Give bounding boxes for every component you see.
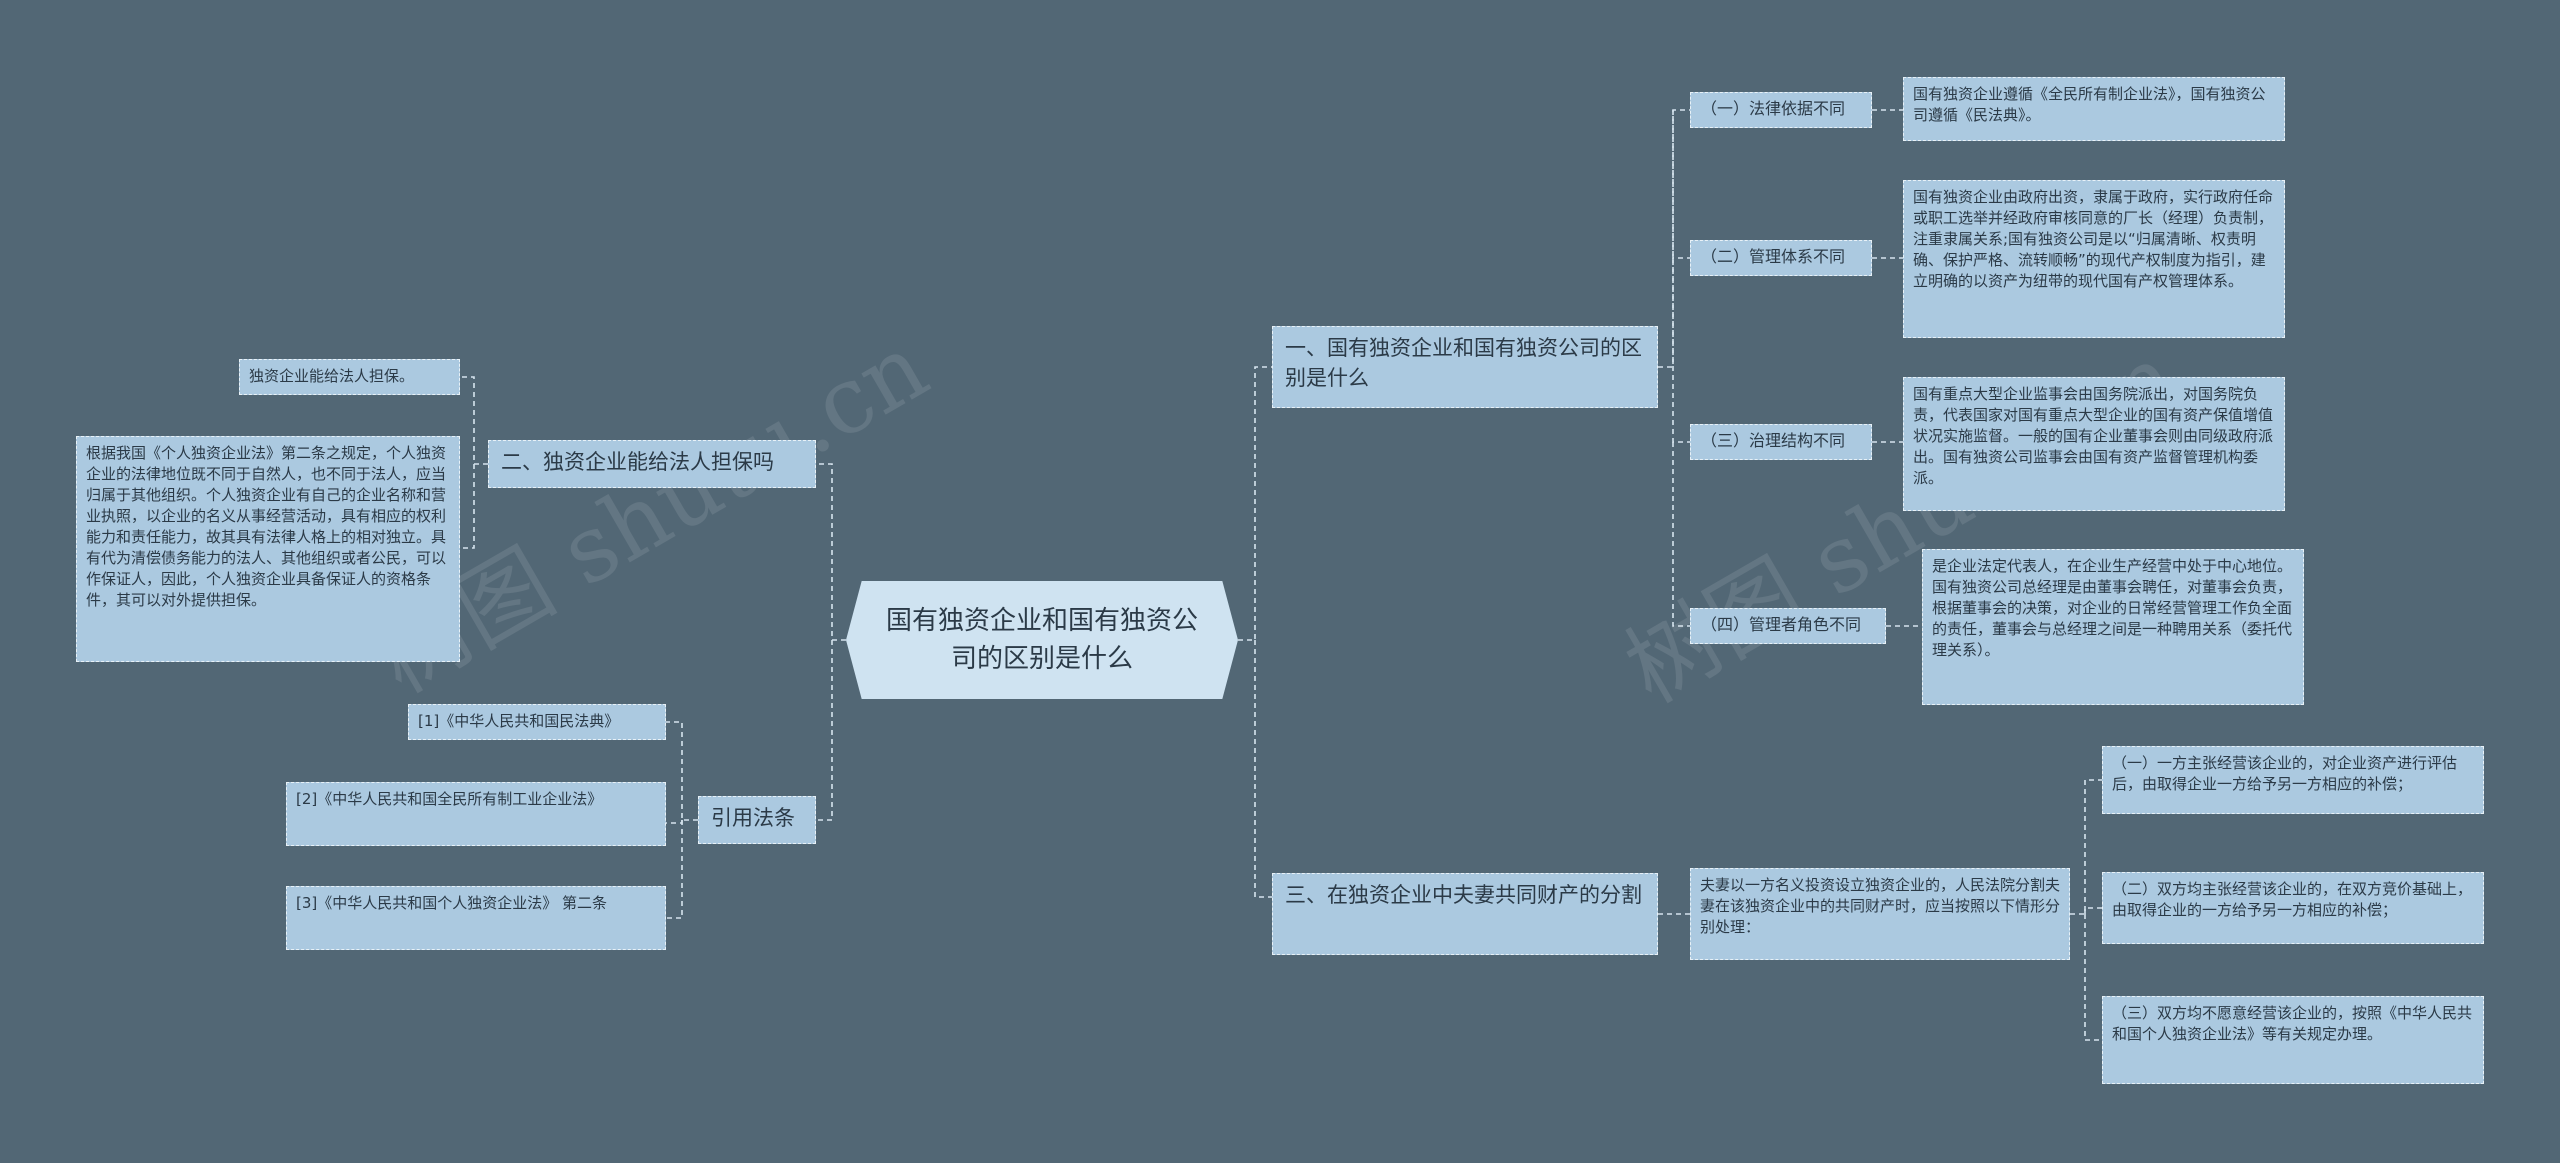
- ref-item[interactable]: [3]《中华人民共和国个人独资企业法》 第二条: [286, 886, 666, 950]
- text-guarantee-answer: 独资企业能给法人担保。: [239, 359, 460, 395]
- branch-label: 二、独资企业能给法人担保吗: [501, 450, 774, 474]
- branch-property-division[interactable]: 三、在独资企业中夫妻共同财产的分割: [1272, 873, 1658, 955]
- branch-label: 引用法条: [711, 806, 795, 830]
- text-manager-role: 是企业法定代表人，在企业生产经营中处于中心地位。国有独资公司总经理是由董事会聘任…: [1922, 549, 2304, 705]
- branch-cited-laws[interactable]: 引用法条: [698, 796, 816, 844]
- text-case-two: （二）双方均主张经营该企业的，在双方竞价基础上，由取得企业的一方给予另一方相应的…: [2102, 872, 2484, 944]
- branch-label: 三、在独资企业中夫妻共同财产的分割: [1285, 883, 1642, 907]
- topic-manager-role[interactable]: （四）管理者角色不同: [1690, 608, 1886, 644]
- text-case-three: （三）双方均不愿意经营该企业的，按照《中华人民共和国个人独资企业法》等有关规定办…: [2102, 996, 2484, 1084]
- topic-governance[interactable]: （三）治理结构不同: [1690, 424, 1872, 460]
- branch-guarantee[interactable]: 二、独资企业能给法人担保吗: [488, 440, 816, 488]
- text-governance: 国有重点大型企业监事会由国务院派出，对国务院负责，代表国家对国有重点大型企业的国…: [1903, 377, 2285, 511]
- text-case-one: （一）一方主张经营该企业的，对企业资产进行评估后，由取得企业一方给予另一方相应的…: [2102, 746, 2484, 814]
- topic-management-system[interactable]: （二）管理体系不同: [1690, 240, 1872, 276]
- text-property-intro: 夫妻以一方名义投资设立独资企业的，人民法院分割夫妻在该独资企业中的共同财产时，应…: [1690, 868, 2070, 960]
- ref-item[interactable]: [1]《中华人民共和国民法典》: [408, 704, 666, 740]
- topic-legal-basis[interactable]: （一）法律依据不同: [1690, 92, 1872, 128]
- text-management-system: 国有独资企业由政府出资，隶属于政府，实行政府任命或职工选举并经政府审核同意的厂长…: [1903, 180, 2285, 338]
- ref-item[interactable]: [2]《中华人民共和国全民所有制工业企业法》: [286, 782, 666, 846]
- branch-differences[interactable]: 一、国有独资企业和国有独资公司的区别是什么: [1272, 326, 1658, 408]
- root-topic[interactable]: 国有独资企业和国有独资公司的区别是什么: [846, 581, 1238, 699]
- branch-label: 一、国有独资企业和国有独资公司的区别是什么: [1285, 336, 1642, 390]
- text-guarantee-reason: 根据我国《个人独资企业法》第二条之规定，个人独资企业的法律地位既不同于自然人，也…: [76, 436, 460, 662]
- root-topic-label: 国有独资企业和国有独资公司的区别是什么: [885, 606, 1198, 674]
- text-legal-basis: 国有独资企业遵循《全民所有制企业法》，国有独资公司遵循《民法典》。: [1903, 77, 2285, 141]
